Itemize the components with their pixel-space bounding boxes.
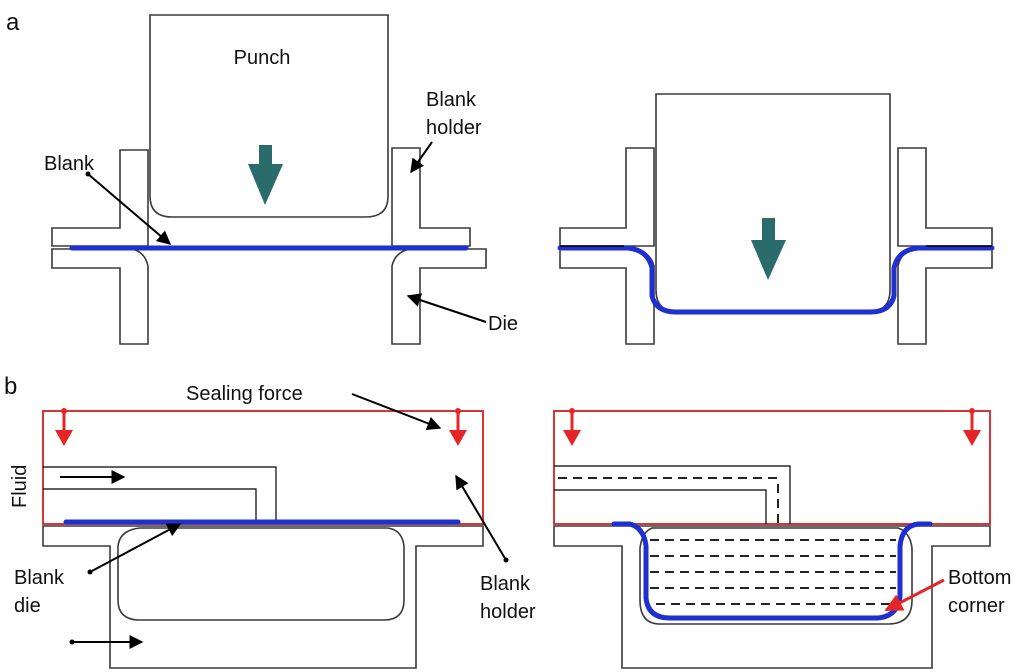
fluid-fill [650,539,896,605]
punch-left [149,14,389,218]
panel-letter-a: a [6,9,20,36]
die-right-panel-left [559,248,655,345]
blank-holder-right-panel-right [897,147,993,247]
bottom-corner-leader [884,578,945,612]
sealing-force-arrow-icon [55,408,467,446]
die-left-lower [51,248,149,345]
blank-holder-b-label-line1: Blank [480,573,531,595]
sealing-force-leader [351,393,442,430]
fluid-channel-bottom [43,488,257,520]
panel-letter-b: b [4,373,17,400]
sealing-chamber-right [553,410,991,525]
blank-holder-right-upper [391,147,471,247]
die-right-lower [391,248,487,345]
fluid-label: Fluid [9,465,31,508]
die-label: Die [488,313,518,335]
punch-label: Punch [234,47,291,69]
blank-holder-right-panel-left [559,147,655,247]
sealing-force-label: Sealing force [186,383,303,405]
blank-holder-leader [410,141,433,174]
blank-die-label-line1: Blank [14,567,65,589]
die-cavity-right [639,527,913,625]
punch-down-arrow-icon [248,145,283,205]
blank-holder-b-leader [455,474,507,561]
punch-down-arrow-icon-right [751,218,786,280]
sealing-force-arrow-icon-right [563,408,981,446]
blank-leader [87,173,172,245]
fluid-channel-top-right [554,465,791,524]
blank-die-leader [89,523,182,573]
bottom-corner-label-line2: corner [948,595,1005,617]
die-right-panel-right [897,248,993,345]
fluid-channel-bottom-right [554,489,767,524]
blank-holder-label-line1: Blank [426,89,477,111]
bottom-corner-label-line1: Bottom [948,567,1011,589]
blank-die-label-line2: die [14,595,41,617]
blank-label: Blank [44,153,95,175]
die-leader [406,293,487,323]
blank-holder-label-line2: holder [426,117,482,139]
punch-right [655,93,891,313]
fluid-channel-top [43,466,277,520]
blank-sheet-formed [557,245,995,315]
die-cavity-left [117,527,405,621]
blank-holder-b-label-line2: holder [480,601,536,623]
blank-sheet-b-formed [611,521,933,621]
